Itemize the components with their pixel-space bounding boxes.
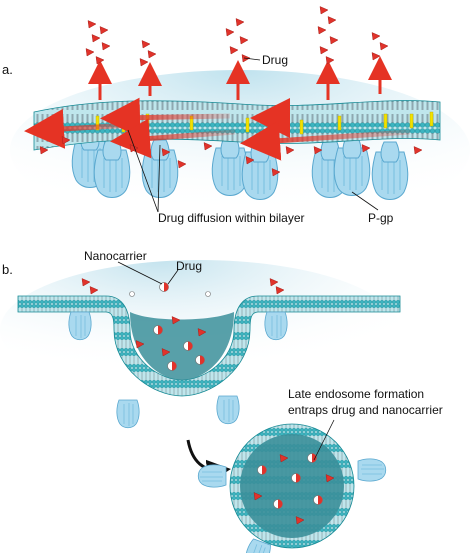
pgp-label: P-gp [368,211,394,225]
drug-molecules-top [85,6,389,67]
panel-b-membrane [17,295,401,397]
nanocarrier-label: Nanocarrier [84,249,147,263]
endosome-label-line2: entraps drug and nanocarrier [288,403,443,417]
panel-b-label: b. [2,262,13,277]
diffusion-label: Drug diffusion within bilayer [158,211,305,225]
panel-b: b. Nanocarrier Drug Late endosome format… [0,249,443,553]
endosome-lumen [240,434,344,538]
diffusion-callout-line-2 [157,144,161,213]
endosome-callout-line [313,419,335,461]
drug-label-b: Drug [176,259,202,273]
diffusion-arrows [24,97,411,161]
pgp-callout-line [351,191,379,211]
diffusion-callout-line-1 [127,129,159,213]
nanocarriers-b [129,282,211,371]
panel-a: a. Drug Drug diffusion within bilayer P-… [2,6,470,230]
efflux-arrows [88,56,392,100]
drug-label-a: Drug [262,53,288,67]
drug-callout-line-a [243,57,261,61]
drug-callout-line-b [167,269,179,285]
nanocarrier-callout-line [117,261,163,285]
panel-a-label: a. [2,62,13,77]
endosome-label-line1: Late endosome formation [288,387,424,401]
